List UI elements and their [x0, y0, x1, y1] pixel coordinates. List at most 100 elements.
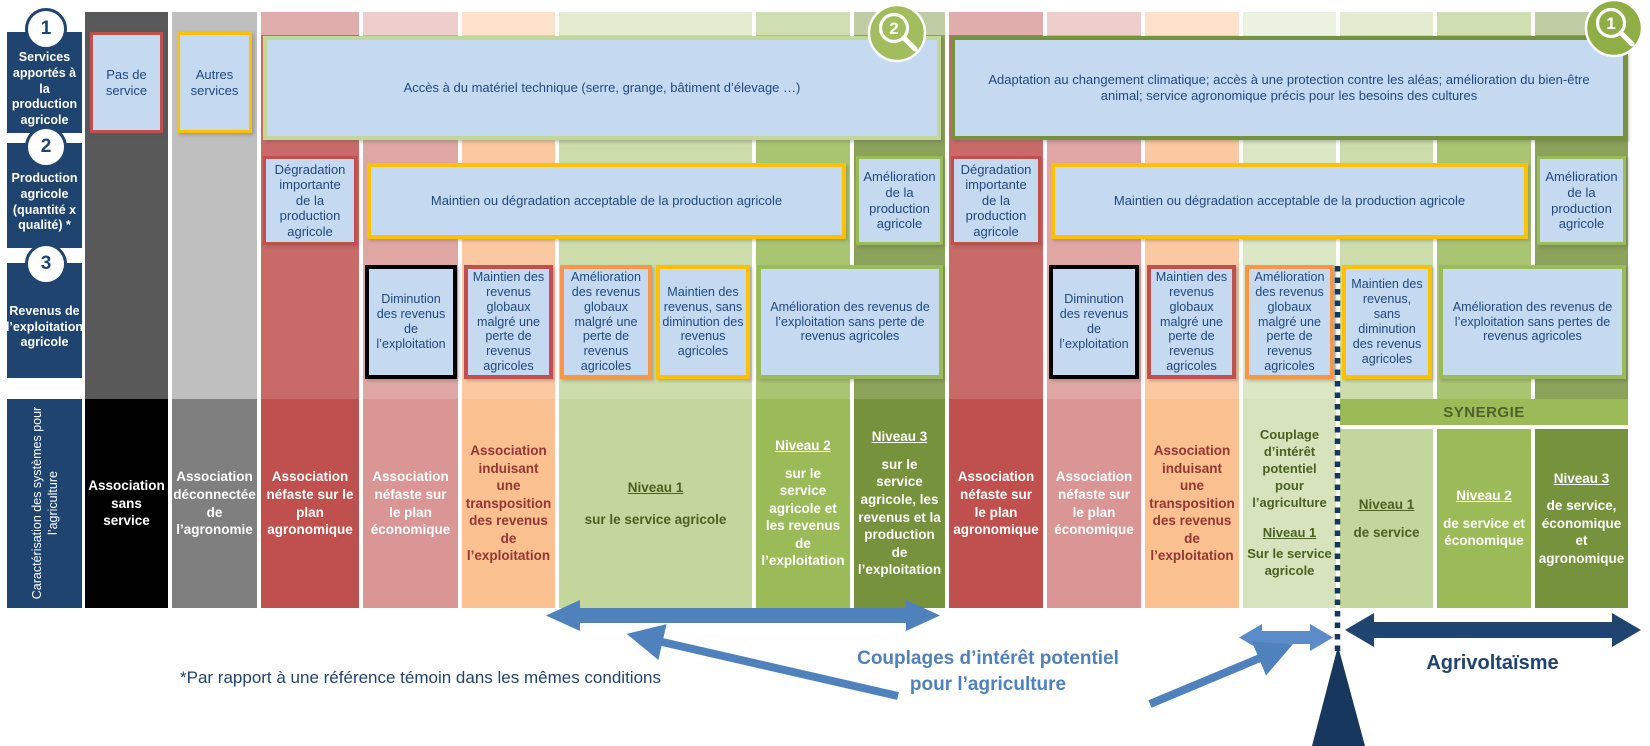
class-transposition-left: Association induisant une transposition …: [462, 399, 555, 608]
box-autres-services: Autres services: [177, 32, 252, 133]
box-amelioration-production-right-label: Amélioration de la production agricole: [1545, 169, 1618, 232]
box-adaptation-label: Adaptation au changement climatique; acc…: [988, 72, 1590, 103]
class-assoc-sans-service-label: Association sans service: [88, 478, 165, 529]
class-niveau1-sub: sur le service agricole: [584, 511, 727, 527]
box-autres-services-label: Autres services: [190, 66, 239, 98]
class-synergie-niveau1-sub: de service: [1353, 524, 1420, 540]
box-diminution-left: Diminution des revenus de l’exploitation: [365, 265, 457, 379]
agrivoltaisme-label: Agrivoltaïsme: [1426, 652, 1559, 674]
row-header-revenus-label: Revenus de l’exploitation agricole: [5, 304, 84, 350]
box-maintien-globaux-left: Maintien des revenus globaux malgré une …: [464, 265, 553, 379]
box-diminution-right: Diminution des revenus de l’exploitation: [1049, 265, 1139, 379]
class-niveau2-service-revenus: Niveau 2 sur le service agricole et les …: [756, 399, 850, 608]
class-nefaste-eco-right-label: Association néfaste sur le plan économiq…: [1054, 469, 1134, 538]
class-nefaste-agro-left: Association néfaste sur le plan agronomi…: [261, 399, 359, 608]
step-1-badge: 1: [25, 8, 67, 50]
class-couplage-sub: Sur le service agricole: [1247, 546, 1332, 579]
class-nefaste-agro-right: Association néfaste sur le plan agronomi…: [949, 399, 1043, 608]
class-niveau1-service-agricole: Niveau 1 sur le service agricole: [559, 399, 752, 608]
box-diminution-right-label: Diminution des revenus de l’exploitation: [1059, 292, 1129, 351]
couplage-column-arrow: [1239, 624, 1333, 651]
class-assoc-sans-service: Association sans service: [85, 399, 168, 608]
box-amelioration-exploitation-left-label: Amélioration des revenus de l’exploitati…: [770, 299, 930, 344]
class-niveau1-title: Niveau 1: [627, 479, 684, 495]
box-pas-de-service-label: Pas de service: [105, 66, 148, 98]
class-transposition-right-label: Association induisant une transposition …: [1149, 443, 1235, 564]
class-synergie-niveau3-sub: de service, économique et agronomique: [1538, 498, 1625, 566]
row-header-services: Services apportés à la production agrico…: [7, 32, 82, 133]
row-header-caracterisation-label: Caractérisation des systèmes pour l’agri…: [29, 406, 60, 600]
class-nefaste-agro-right-label: Association néfaste sur le plan agronomi…: [953, 469, 1039, 538]
box-maintien-sans-right-label: Maintien des revenus, sans diminution de…: [1351, 277, 1423, 366]
agrivoltaisme-range-arrow: [1345, 613, 1641, 647]
separator-pin-triangle: [1312, 646, 1365, 746]
class-synergie-niveau1-title: Niveau 1: [1358, 496, 1415, 512]
class-nefaste-eco-right: Association néfaste sur le plan économiq…: [1047, 399, 1141, 608]
band-top-highlight: [261, 12, 1628, 35]
class-couplage-title: Couplage d’intérêt potentiel pour l’agri…: [1252, 426, 1327, 510]
box-amelioration-globaux-left-label: Amélioration des revenus globaux malgré …: [571, 270, 641, 374]
row-header-services-label: Services apportés à la production agrico…: [11, 50, 78, 127]
class-couplage-interet: Couplage d’intérêt potentiel pour l’agri…: [1243, 399, 1336, 608]
class-nefaste-eco-left-label: Association néfaste sur le plan économiq…: [370, 469, 451, 538]
class-niveau3-sub: sur le service agricole, les revenus et …: [857, 456, 942, 578]
box-degradation-left: Dégradation importante de la production …: [263, 156, 357, 245]
box-maintien-production-right: Maintien ou dégradation acceptable de la…: [1051, 163, 1528, 239]
box-diminution-left-label: Diminution des revenus de l’exploitation: [376, 292, 446, 351]
box-maintien-sans-left-label: Maintien des revenus, sans diminution de…: [662, 284, 744, 359]
box-maintien-production-right-label: Maintien ou dégradation acceptable de la…: [1113, 193, 1466, 209]
synergie-banner: SYNERGIE: [1340, 399, 1628, 425]
callout-arrow-right: [1148, 641, 1293, 708]
box-amelioration-production-left-label: Amélioration de la production agricole: [863, 169, 936, 232]
box-amelioration-globaux-right-label: Amélioration des revenus globaux malgré …: [1254, 270, 1325, 374]
class-synergie-niveau2-sub: de service et économique: [1443, 515, 1525, 549]
class-niveau2-title: Niveau 2: [775, 438, 831, 454]
class-synergie-niveau2: Niveau 2 de service et économique: [1437, 429, 1531, 608]
box-amelioration-production-right: Amélioration de la production agricole: [1537, 156, 1626, 245]
box-maintien-production-left-label: Maintien ou dégradation acceptable de la…: [430, 193, 783, 209]
class-transposition-right: Association induisant une transposition …: [1145, 399, 1239, 608]
footnote-reference: *Par rapport à une référence témoin dans…: [180, 668, 661, 687]
class-synergie-niveau3-title: Niveau 3: [1553, 470, 1610, 486]
class-transposition-left-label: Association induisant une transposition …: [465, 443, 552, 564]
class-assoc-deconnectee: Association déconnectée de l’agronomie: [172, 399, 257, 608]
box-pas-de-service: Pas de service: [90, 32, 163, 133]
step-2-badge: 2: [25, 126, 67, 168]
couplages-label: Couplages d’intérêt potentiel pour l’agr…: [857, 648, 1119, 695]
box-degradation-right-label: Dégradation importante de la production …: [960, 161, 1032, 239]
box-amelioration-exploitation-right-label: Amélioration des revenus de l’exploitati…: [1452, 299, 1613, 344]
class-niveau2-sub: sur le service agricole et les revenus d…: [761, 465, 845, 569]
box-degradation-left-label: Dégradation importante de la production …: [274, 161, 346, 239]
box-amelioration-globaux-left: Amélioration des revenus globaux malgré …: [560, 265, 652, 379]
box-degradation-right: Dégradation importante de la production …: [951, 156, 1041, 245]
synergie-banner-label: SYNERGIE: [1443, 403, 1525, 421]
class-niveau3-service-revenus-production: Niveau 3 sur le service agricole, les re…: [854, 399, 945, 608]
class-synergie-niveau1: Niveau 1 de service: [1340, 429, 1433, 608]
row-header-production-label: Production agricole (quantité x qualité)…: [11, 171, 78, 233]
class-nefaste-agro-left-label: Association néfaste sur le plan agronomi…: [266, 469, 354, 538]
step-3-number: 3: [40, 253, 52, 274]
step-1-number: 1: [40, 18, 52, 39]
box-maintien-globaux-right: Maintien des revenus globaux malgré une …: [1147, 265, 1236, 379]
class-couplage-niveau: Niveau 1: [1262, 525, 1317, 541]
row-header-revenus: Revenus de l’exploitation agricole: [5, 263, 84, 378]
class-nefaste-eco-left: Association néfaste sur le plan économiq…: [363, 399, 458, 608]
class-niveau3-title: Niveau 3: [871, 429, 928, 445]
box-maintien-sans-left: Maintien des revenus, sans diminution de…: [656, 265, 750, 379]
box-maintien-production-left: Maintien ou dégradation acceptable de la…: [367, 163, 846, 239]
box-adaptation: Adaptation au changement climatique; acc…: [951, 36, 1627, 140]
box-amelioration-exploitation-left: Amélioration des revenus de l’exploitati…: [757, 265, 943, 379]
class-assoc-deconnectee-label: Association déconnectée de l’agronomie: [173, 469, 256, 538]
box-maintien-globaux-right-label: Maintien des revenus globaux malgré une …: [1155, 270, 1228, 374]
box-amelioration-production-left: Amélioration de la production agricole: [856, 156, 943, 245]
row-header-caracterisation: [7, 399, 82, 608]
step-2-number: 2: [40, 136, 52, 157]
box-maintien-sans-right: Maintien des revenus, sans diminution de…: [1342, 265, 1432, 379]
box-amelioration-globaux-right: Amélioration des revenus globaux malgré …: [1245, 265, 1334, 379]
class-synergie-niveau2-title: Niveau 2: [1456, 488, 1512, 504]
box-maintien-globaux-left-label: Maintien des revenus globaux malgré une …: [472, 270, 545, 374]
box-acces-materiel: Accès à du matériel technique (serre, gr…: [263, 36, 941, 140]
box-amelioration-exploitation-right: Amélioration des revenus de l’exploitati…: [1439, 265, 1626, 379]
step-3-badge: 3: [25, 243, 67, 285]
box-acces-materiel-label: Accès à du matériel technique (serre, gr…: [403, 80, 801, 96]
